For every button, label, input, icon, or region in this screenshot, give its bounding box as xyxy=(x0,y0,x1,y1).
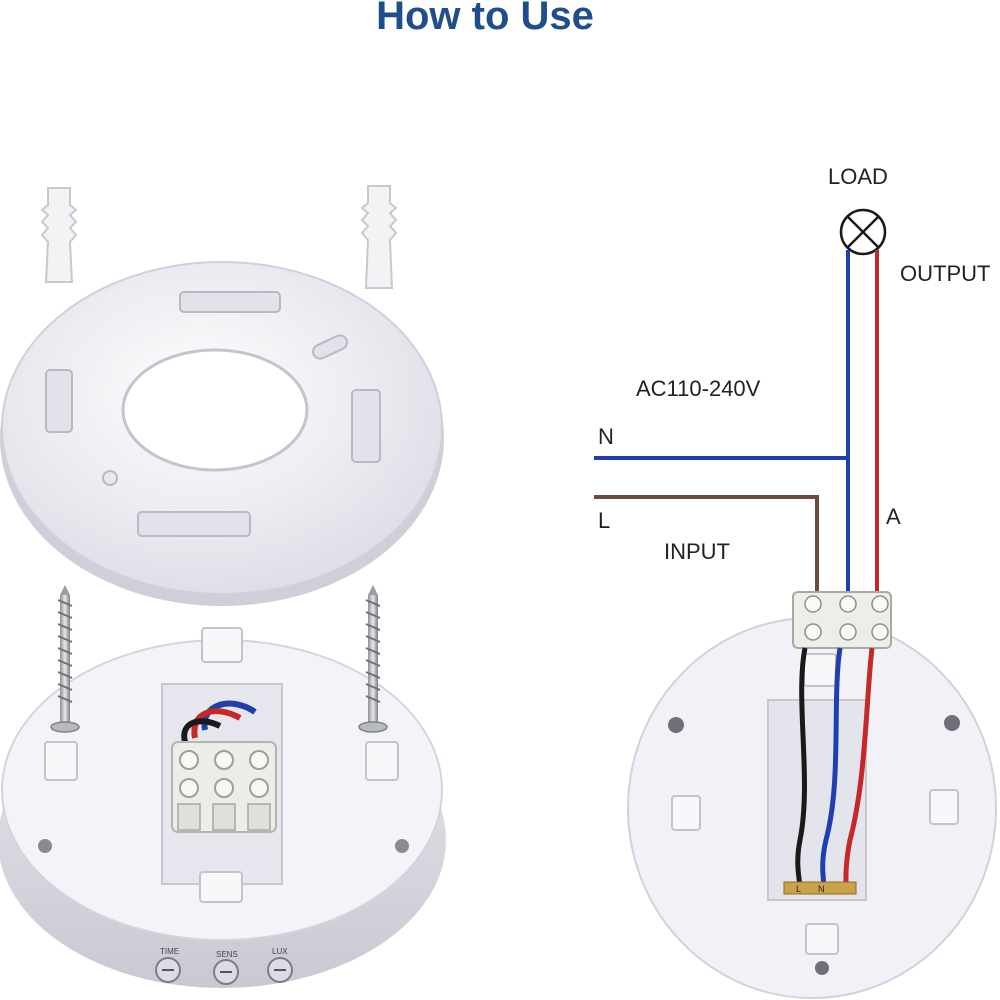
plate-screw-hole xyxy=(102,470,118,486)
base-clip-top xyxy=(201,627,243,663)
voltage-label: AC110-240V xyxy=(636,376,761,401)
pcb-n-marking: N xyxy=(818,884,825,894)
load-label: LOAD xyxy=(828,164,888,189)
wall-anchor-right xyxy=(360,185,398,289)
lux-label: LUX xyxy=(272,947,288,956)
sensor-base-open: TIME SENS LUX xyxy=(0,627,446,988)
plate-slot-left xyxy=(45,369,73,433)
pcb-terminal-strip xyxy=(783,881,857,895)
adjustment-panel: TIME SENS LUX xyxy=(155,947,293,985)
wired-terminal-block xyxy=(792,591,892,649)
output-label: OUTPUT xyxy=(900,261,990,286)
base-clip-right xyxy=(365,741,399,781)
plate-slot-bottom xyxy=(137,511,251,537)
internal-red-wire xyxy=(843,647,875,889)
load-lamp-icon xyxy=(839,208,887,256)
plate-center-hole xyxy=(121,348,309,472)
sens-label: SENS xyxy=(216,950,238,959)
input-label: INPUT xyxy=(664,539,730,564)
internal-blue-wire xyxy=(820,647,843,889)
plate-slot-top xyxy=(179,291,281,313)
wiring-diagram: L N LOAD OUTPUT AC110-240V N L A INPUT xyxy=(594,164,997,999)
base-terminal-block xyxy=(171,741,277,833)
neutral-label: N xyxy=(598,424,614,449)
sensor-base-wired xyxy=(627,617,997,999)
screw-right xyxy=(358,585,388,733)
screw-left xyxy=(50,585,80,733)
base-clip-left xyxy=(44,741,78,781)
wall-anchor-left xyxy=(40,187,78,283)
internal-black-wire xyxy=(795,647,808,889)
base-hole-left xyxy=(38,839,52,853)
time-label: TIME xyxy=(160,947,179,956)
plate-slot-small xyxy=(312,334,348,360)
plate-slot-right xyxy=(351,389,381,463)
wiring-channel xyxy=(767,699,867,901)
page-title: How to Use xyxy=(376,0,594,38)
base-hole-right xyxy=(395,839,409,853)
base-clip-bottom xyxy=(199,871,243,903)
live-label: L xyxy=(598,508,610,533)
live-input-wire xyxy=(594,495,819,596)
mounting-plate xyxy=(0,261,444,606)
terminal-a-label: A xyxy=(886,504,901,529)
pcb-l-marking: L xyxy=(796,884,801,894)
